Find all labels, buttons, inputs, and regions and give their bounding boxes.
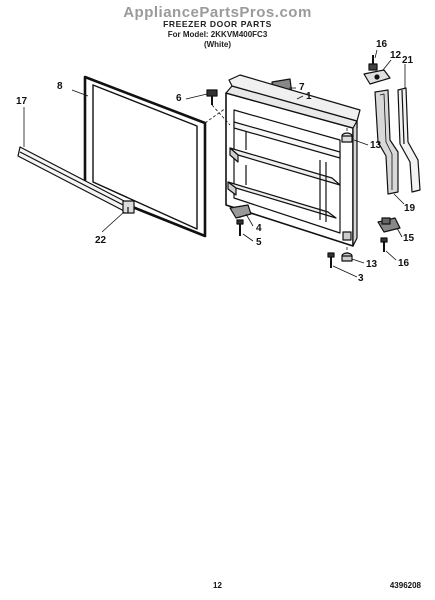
page-number: 12 xyxy=(213,581,222,590)
end-cap-part xyxy=(122,200,135,214)
callout-labels: 8 17 22 6 7 1 16 12 21 13 19 4 5 13 3 15… xyxy=(16,39,416,284)
bushing-13-top-part xyxy=(341,132,353,143)
callout-3: 3 xyxy=(358,273,364,284)
bottom-bracket-4-part xyxy=(229,204,252,236)
callout-22: 22 xyxy=(95,235,107,246)
callout-8: 8 xyxy=(57,81,63,92)
bushing-13-bottom-part xyxy=(341,252,353,262)
callout-16-bottom: 16 xyxy=(398,258,410,269)
callout-17: 17 xyxy=(16,96,28,107)
hinge-cover-19-part xyxy=(374,89,399,195)
door-body-part xyxy=(225,74,361,247)
watermark: AppliancePartsPros.com xyxy=(123,4,312,21)
screw-6-part xyxy=(206,89,218,105)
screw-3-part xyxy=(327,252,335,268)
callout-12: 12 xyxy=(390,50,402,61)
side-trim-21-part xyxy=(397,87,421,193)
model-line: For Model: 2KKVM400FC3 xyxy=(167,30,268,39)
hinge-12-part xyxy=(363,55,391,85)
callout-6: 6 xyxy=(176,93,182,104)
callout-13-bottom: 13 xyxy=(366,259,378,270)
color-line: (White) xyxy=(203,40,232,49)
callout-19: 19 xyxy=(404,203,416,214)
lower-hinge-15-part xyxy=(377,217,401,252)
callout-7: 7 xyxy=(299,82,305,93)
leader-lines xyxy=(23,49,406,278)
document-number: 4396208 xyxy=(389,581,421,590)
callout-1: 1 xyxy=(306,91,312,102)
callout-13-top: 13 xyxy=(370,140,382,151)
diagram-title: FREEZER DOOR PARTS xyxy=(163,19,272,29)
door-gasket-part xyxy=(83,75,207,238)
callout-5: 5 xyxy=(256,237,262,248)
callout-4: 4 xyxy=(256,223,262,234)
callout-16-top: 16 xyxy=(376,39,388,50)
bottom-trim-part xyxy=(17,146,129,213)
callout-15: 15 xyxy=(403,233,415,244)
callout-21: 21 xyxy=(402,55,414,66)
